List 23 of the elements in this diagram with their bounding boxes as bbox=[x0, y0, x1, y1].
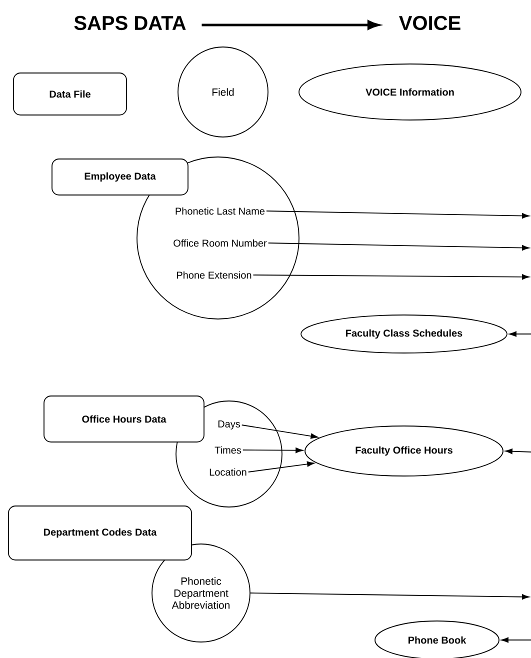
field-label: Office Room Number bbox=[174, 239, 267, 247]
heading-text: VOICE bbox=[399, 16, 460, 30]
arrow bbox=[241, 424, 318, 439]
field-label: Phonetic Last Name bbox=[176, 207, 265, 215]
data-file-box: Data File bbox=[13, 72, 127, 116]
arrow bbox=[268, 242, 530, 251]
field-label: Times bbox=[214, 446, 242, 454]
arrow bbox=[250, 592, 530, 600]
field-label: Location bbox=[210, 468, 246, 476]
arrow bbox=[252, 274, 530, 280]
field-circle bbox=[136, 156, 300, 320]
heading-text: SAPS DATA bbox=[74, 16, 186, 30]
data-file-box: Employee Data bbox=[52, 158, 188, 196]
data-file-box: Office Hours Data bbox=[44, 396, 204, 442]
arrow bbox=[266, 210, 530, 219]
arrow bbox=[242, 448, 303, 454]
arrow bbox=[505, 448, 531, 454]
field-label: Days bbox=[218, 420, 240, 430]
arrow bbox=[509, 331, 531, 337]
data-file-box: Department Codes Data bbox=[8, 506, 192, 560]
arrow bbox=[248, 461, 314, 472]
arrow bbox=[501, 637, 531, 643]
field-label: Phone Extension bbox=[177, 271, 252, 279]
